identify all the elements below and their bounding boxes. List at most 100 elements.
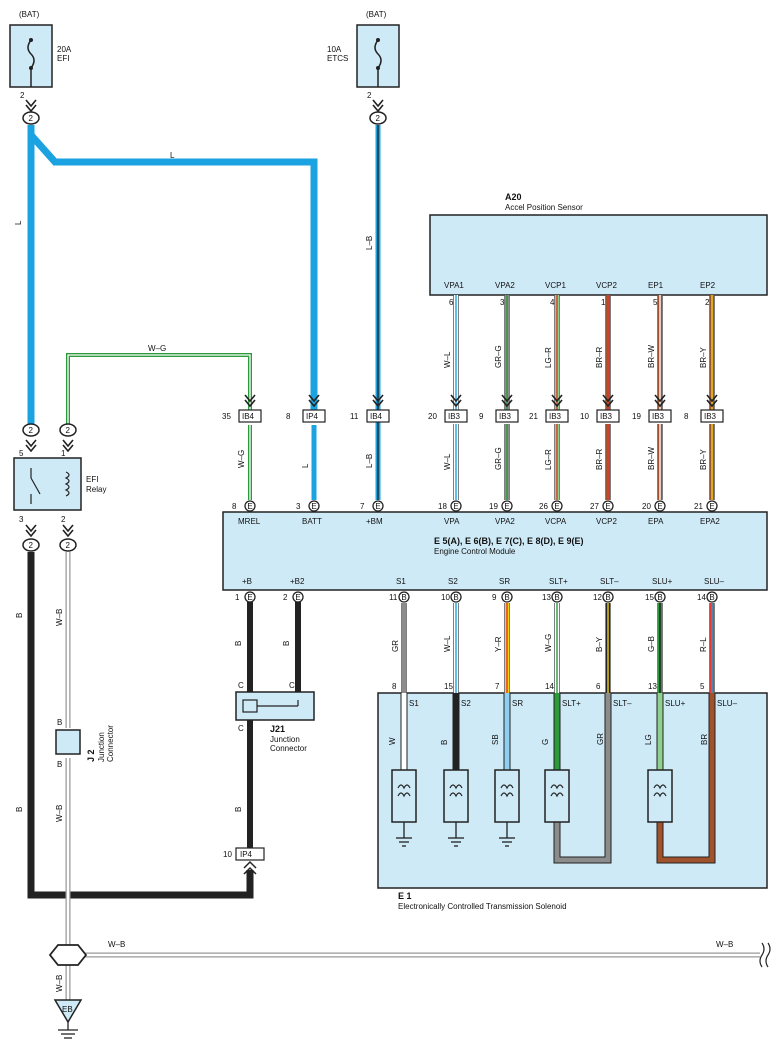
sol-coil-box-0	[391, 769, 417, 823]
wire-label-wb-ground: W–B	[108, 940, 125, 949]
ib-chevron-5	[551, 394, 563, 408]
fuse-efi-conn-label: 2	[29, 114, 34, 123]
sol-inner-label-2: SB	[491, 734, 500, 745]
ib-chevron-1	[308, 394, 320, 408]
ground-symbol: EB	[53, 999, 83, 1039]
ecm-bot-pin-8-letter: B	[709, 593, 714, 602]
j21-name2: Connector	[270, 744, 307, 753]
sol-coil-box-3	[544, 769, 570, 823]
ecm-bot-pin-num-2: 11	[389, 593, 398, 602]
ecm-top-pin-num-0: 8	[232, 502, 237, 511]
ib-wire-label-low-6: BR–R	[595, 448, 604, 470]
sol-pin-label-4: SLT–	[613, 699, 632, 708]
wire-label-wb-left: W–B	[55, 609, 64, 626]
fuse-etcs-rating: 10A	[327, 45, 342, 54]
ib-conn-name-0: IB4	[242, 412, 255, 421]
ib-conn-num-3: 20	[428, 412, 437, 421]
ecm-top-pin-num-1: 3	[296, 502, 301, 511]
ib-conn-num-0: 35	[222, 412, 231, 421]
sol-pin-label-0: S1	[409, 699, 419, 708]
ecm-top-pin-4-letter: E	[504, 502, 509, 511]
ib-chevron-7	[654, 394, 666, 408]
ecm-name: Engine Control Module	[434, 547, 516, 556]
ecm-top-pin-num-6: 27	[590, 502, 599, 511]
ib-conn-name-1: IP4	[306, 412, 319, 421]
sensor-wire-label-3: BR–R	[595, 346, 604, 368]
relay-chev-2	[62, 524, 74, 538]
relay-conn-2-ring	[59, 538, 77, 552]
wire-label-b-left: B	[15, 613, 24, 618]
ecm-top-pin-3-letter: E	[453, 502, 458, 511]
ib-wire-label-low-4: GR–G	[494, 447, 503, 470]
wire-label-b-left2: B	[15, 807, 24, 812]
fuse-efi-conn-ring	[22, 111, 40, 125]
ib-conn-name-4: IB3	[499, 412, 512, 421]
ib-conn-name-8: IB3	[704, 412, 717, 421]
ib-conn-box-2	[366, 409, 390, 423]
ecm-bot-pin-num-3: 10	[441, 593, 450, 602]
sol-inner-label-1: B	[440, 740, 449, 745]
ecm-top-pin-6-ring	[602, 500, 614, 512]
relay-conn-5-ring	[22, 423, 40, 437]
sol-coil-2	[500, 784, 514, 798]
ecm-top-pin-6-letter: E	[605, 502, 610, 511]
ib-conn-name-7: IB3	[652, 412, 665, 421]
ecm-top-pin-label-7: EPA	[648, 517, 664, 526]
efi-relay: EFI Relay 5 1 3 2	[13, 449, 106, 524]
fuse-etcs: (BAT) 10A ETCS 2	[327, 10, 400, 100]
ecm-bot-pin-label-1: +B2	[290, 577, 305, 586]
j2-pin-b1: B	[57, 718, 62, 727]
sol-wire-label-4: B–Y	[595, 636, 604, 652]
ecm-bot-pin-num-7: 15	[645, 593, 654, 602]
sol-wire-label-2: Y–R	[494, 636, 503, 652]
relay-conn-5-label: 2	[29, 426, 34, 435]
ecm-box	[222, 511, 768, 591]
ecm-top-pin-8-letter: E	[709, 502, 714, 511]
wire-label-b-ecm1: B	[234, 641, 243, 646]
ecm-top-pin-num-7: 20	[642, 502, 651, 511]
ecm-top-pin-num-2: 7	[360, 502, 365, 511]
sol-pin-label-3: SLT+	[562, 699, 581, 708]
ecm-bot-pin-1-ring	[292, 591, 304, 603]
ecm-top-pin-5-letter: E	[554, 502, 559, 511]
sensor-id: A20	[505, 192, 522, 202]
ecm-bot-pin-num-5: 13	[542, 593, 551, 602]
relay-chev-3	[25, 524, 37, 538]
ecm-top-pin-label-6: VCP2	[596, 517, 617, 526]
fuse-efi-chevron	[25, 99, 37, 113]
sol-pin-num-2: 7	[495, 682, 500, 691]
fuse-etcs-pin: 2	[367, 91, 372, 100]
relay-chev-5	[25, 439, 37, 453]
sensor-pin-5-num: 2	[705, 298, 710, 307]
ib-conn-name-5: IB3	[549, 412, 562, 421]
ib-chevron-2	[372, 394, 384, 408]
ecm-top-pin-1-letter: E	[311, 502, 316, 511]
fuse-efi: (BAT) 20A EFI 2	[9, 10, 72, 100]
ib-conn-name-2: IB4	[370, 412, 383, 421]
wire-label-l-top: L	[170, 151, 175, 160]
ib-chevron-8	[706, 394, 718, 408]
ecm-bot-pin-4-letter: B	[504, 593, 509, 602]
sensor-box	[429, 214, 768, 296]
sol-coil-5	[653, 784, 667, 798]
ib-conn-box-1	[302, 409, 326, 423]
sensor-wire-label-1: GR–G	[494, 345, 503, 368]
fuse-efi-pin: 2	[20, 91, 25, 100]
sensor-pin-3-label: VCP2	[596, 281, 617, 290]
ib-conn-box-4	[495, 409, 519, 423]
relay-conn-3-label: 2	[29, 541, 34, 550]
ecm-bot-pin-num-8: 14	[697, 593, 706, 602]
sol-wire-label-6: R–L	[699, 637, 708, 652]
sol-wire-label-5: G–B	[647, 636, 656, 652]
ib-chevron-3	[450, 394, 462, 408]
j21-connector: J21 Junction Connector C C C	[235, 681, 315, 753]
sensor-pin-2-label: VCP1	[545, 281, 566, 290]
ecm-top-pin-label-2: +BM	[366, 517, 383, 526]
ib-conn-box-7	[648, 409, 672, 423]
ib-conn-num-4: 9	[479, 412, 484, 421]
ground-id: EB	[62, 1005, 73, 1014]
ecm-top-pin-0-ring	[244, 500, 256, 512]
fuse-efi-name: EFI	[57, 54, 69, 63]
